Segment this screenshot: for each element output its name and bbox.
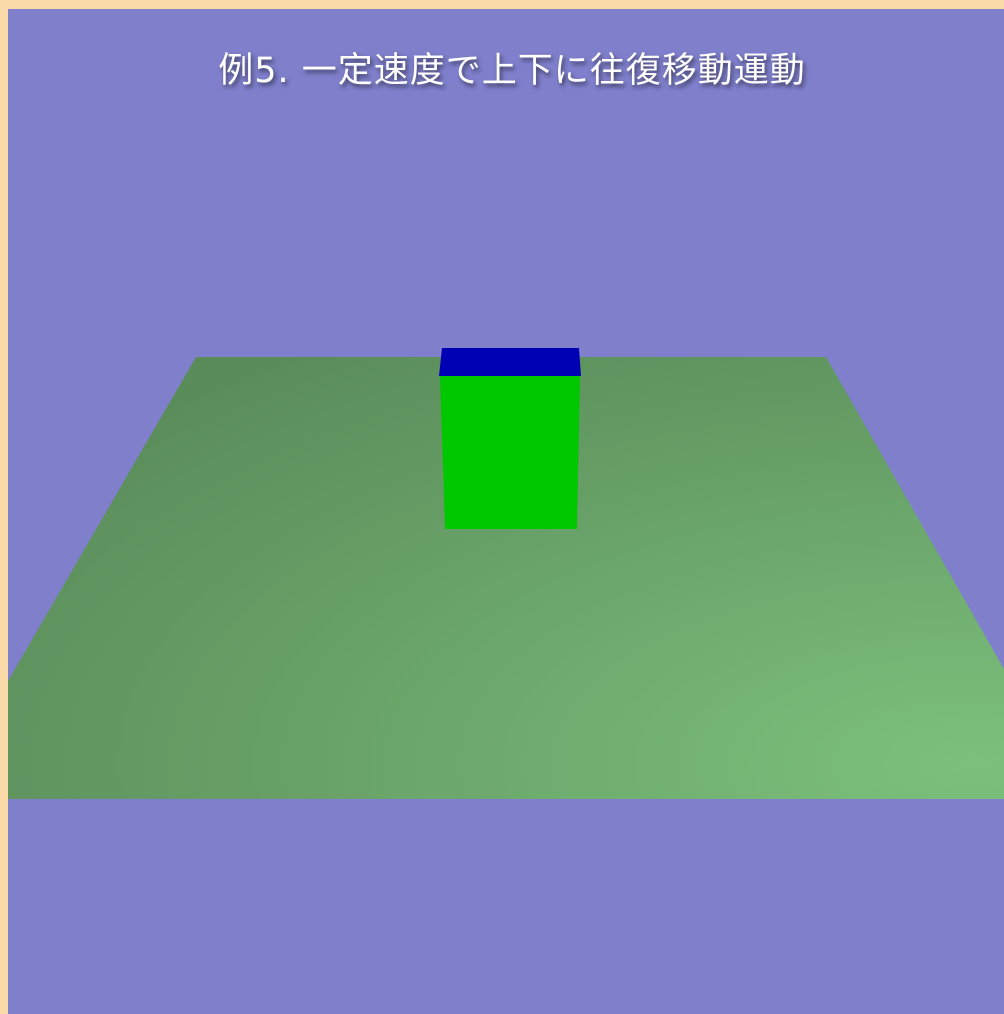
cube-top-face <box>439 348 581 376</box>
cube-front-face <box>440 376 580 529</box>
3d-viewport[interactable] <box>8 9 1004 1014</box>
scene-canvas <box>8 348 1004 799</box>
scene-title: 例5. 一定速度で上下に往復移動運動 <box>218 51 806 91</box>
floor-plane <box>8 357 1004 799</box>
